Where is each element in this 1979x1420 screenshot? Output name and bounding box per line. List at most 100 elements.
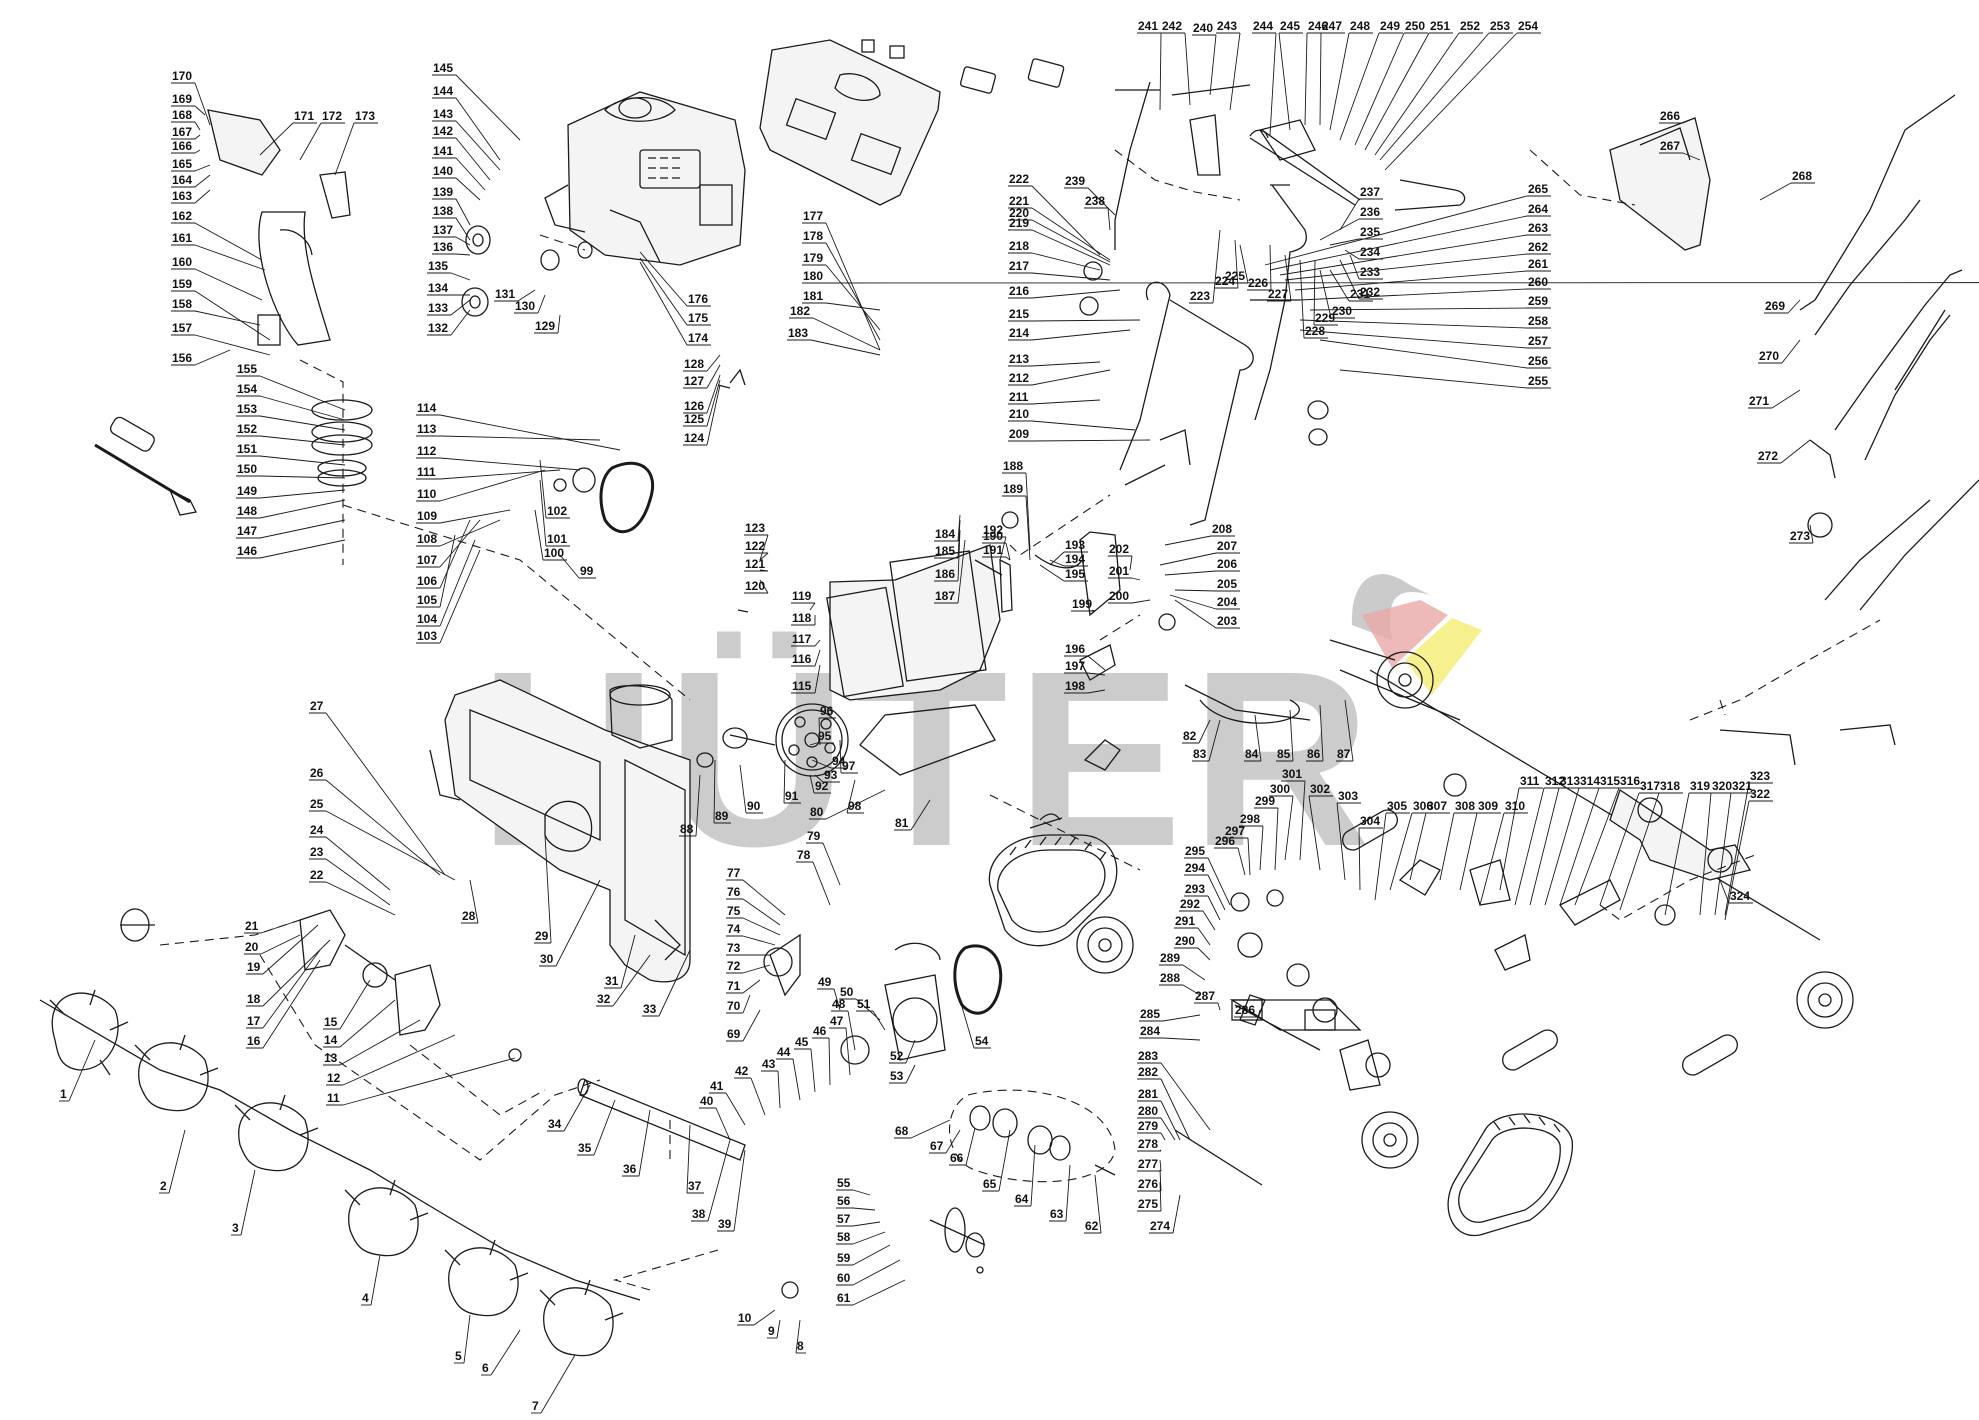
callout-301: 301	[1281, 767, 1306, 861]
callout-83: 83	[1192, 719, 1221, 762]
callout-208: 208	[1164, 522, 1235, 546]
callout-236: 236	[1319, 205, 1383, 241]
callout-number: 157	[172, 321, 192, 335]
callout-28: 28	[461, 879, 479, 924]
callout-162: 162	[171, 209, 263, 261]
callout-leader-line	[759, 552, 769, 561]
callout-leader-line	[1299, 319, 1528, 329]
callout-269: 269	[1764, 299, 1801, 314]
callout-leader-line	[463, 1314, 471, 1364]
callout-241: 241	[1137, 19, 1162, 111]
callout-146: 146	[236, 539, 346, 559]
callout-76: 76	[726, 885, 781, 926]
callout-198: 198	[1064, 679, 1106, 694]
callout-number: 43	[762, 1057, 776, 1071]
callout-284: 284	[1139, 1024, 1201, 1041]
callout-316: 316	[1574, 774, 1643, 906]
callouts: 1234567891011121314151617181920212223242…	[59, 19, 1979, 1414]
callout-leader-line	[455, 137, 491, 181]
callout-number: 134	[428, 281, 448, 295]
callout-number: 230	[1332, 304, 1352, 318]
callout-34: 34	[547, 1084, 591, 1132]
callout-leader-line	[1254, 714, 1262, 762]
callout-leader-line	[455, 97, 501, 161]
callout-number: 31	[605, 974, 619, 988]
callout-number: 179	[803, 251, 823, 265]
callout-number: 175	[688, 311, 708, 325]
callout-275: 275	[1137, 1181, 1162, 1212]
callout-leader-line	[905, 1064, 916, 1084]
callout-number: 173	[355, 109, 375, 123]
brand-mark-red-stripe	[1362, 600, 1448, 668]
callout-88: 88	[679, 774, 701, 837]
callout-number: 19	[247, 960, 261, 974]
callout-37: 37	[686, 1124, 704, 1194]
callout-number: 314	[1580, 774, 1600, 788]
callout-leader-line	[795, 1319, 801, 1354]
auger-blade-2	[134, 1034, 219, 1112]
callout-number: 166	[172, 139, 192, 153]
callout-leader-line	[1160, 1132, 1166, 1141]
callout-14: 14	[323, 999, 396, 1048]
auger-blade-6	[539, 1279, 624, 1357]
callout-number: 286	[1235, 1003, 1255, 1017]
callout-219: 219	[1008, 216, 1111, 266]
callout-22: 22	[309, 868, 396, 916]
callout-number: 34	[548, 1117, 562, 1131]
callout-129: 129	[534, 314, 561, 334]
callout-leader-line	[742, 964, 771, 974]
callout-leader-line	[1787, 299, 1801, 314]
callout-number: 9	[768, 1324, 775, 1338]
callout-217: 217	[1008, 259, 1111, 281]
callout-leader-line	[262, 924, 319, 975]
callout-leader-line	[852, 1189, 871, 1196]
callout-leader-line	[825, 789, 886, 820]
callout-number: 321	[1732, 779, 1752, 793]
callout-156: 156	[171, 349, 231, 366]
callout-199: 199	[1071, 597, 1096, 612]
callout-leader-line	[753, 1309, 776, 1326]
callout-19: 19	[246, 924, 319, 975]
callout-25: 25	[309, 797, 456, 881]
callout-number: 29	[535, 929, 549, 943]
callout-leader-line	[259, 499, 346, 519]
callout-40: 40	[699, 1094, 731, 1141]
callout-leader-line	[439, 539, 476, 627]
callout-leader-line	[469, 879, 479, 924]
callout-number: 84	[1245, 747, 1259, 761]
callout-11: 11	[326, 1057, 516, 1106]
callout-leader-line	[1499, 787, 1520, 891]
callout-number: 237	[1360, 185, 1380, 199]
callout-135: 135	[427, 259, 471, 281]
callout-number: 281	[1138, 1087, 1158, 1101]
callout-177: 177	[802, 209, 881, 351]
callout-101: 101	[539, 479, 570, 547]
callout-number: 306	[1413, 799, 1433, 813]
callout-leader-line	[1299, 780, 1306, 861]
callout-leader-line	[739, 764, 747, 814]
callout-number: 119	[792, 589, 812, 603]
callout-number: 131	[495, 287, 515, 301]
callout-number: 154	[237, 382, 257, 396]
callout-leader-line	[872, 1010, 886, 1031]
callout-number: 180	[803, 269, 823, 283]
callout-number: 280	[1138, 1104, 1158, 1118]
callout-302: 302	[1308, 782, 1333, 871]
callout-79: 79	[806, 829, 841, 886]
callout-52: 52	[889, 1039, 916, 1064]
callout-leader-line	[1030, 1144, 1036, 1207]
callout-leader-line	[1389, 812, 1413, 891]
callout-number: 16	[247, 1034, 261, 1048]
callout-54: 54	[959, 999, 991, 1049]
transmission-drawing	[1559, 788, 1752, 926]
callout-116: 116	[791, 649, 821, 667]
callout-86: 86	[1306, 704, 1324, 762]
callout-leader-line	[965, 1127, 976, 1166]
callout-leader-line	[1160, 1117, 1176, 1141]
callout-number: 94	[832, 754, 846, 768]
callout-number: 53	[890, 1069, 904, 1083]
callout-51: 51	[856, 997, 886, 1031]
callout-leader-line	[1031, 329, 1131, 341]
callout-60: 60	[836, 1259, 901, 1286]
callout-leader-line	[259, 122, 294, 156]
